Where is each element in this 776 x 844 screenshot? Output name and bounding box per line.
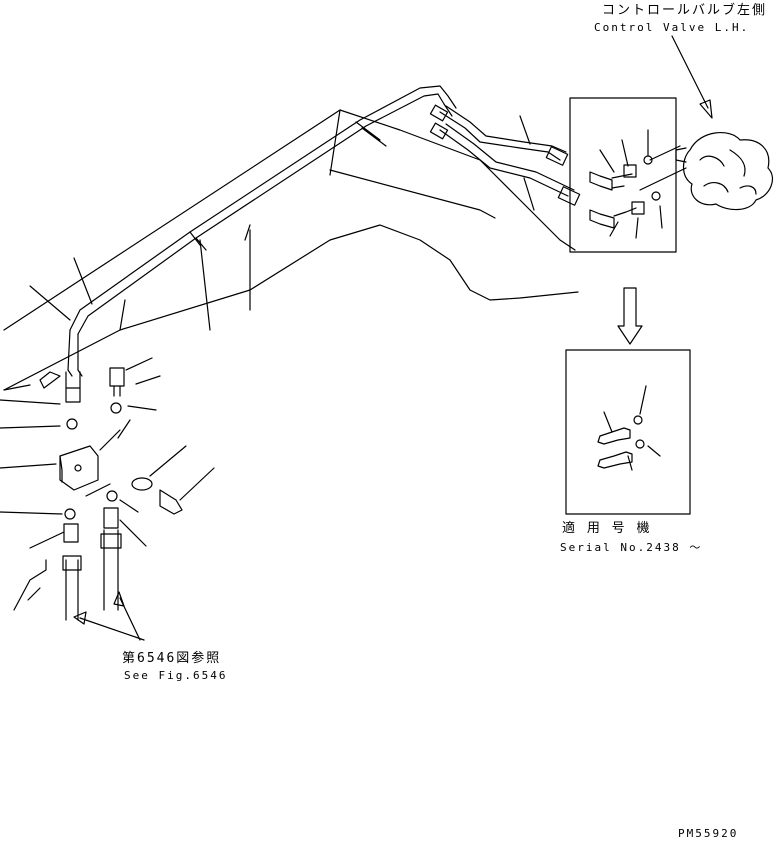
detail-box-2 <box>565 349 691 515</box>
valve-leader-arrow <box>671 35 713 119</box>
control-valve-blob <box>639 132 773 211</box>
boom-outline <box>3 109 579 391</box>
upper-tubes <box>67 85 457 377</box>
leader-lines-left <box>0 115 535 549</box>
see-fig-label-jp: 第6546図参照 <box>122 651 222 666</box>
control-valve-label-jp: コントロールバルブ左側 <box>602 3 768 18</box>
see-fig-label-en: See Fig.6546 <box>124 669 228 682</box>
see-fig-arrows <box>73 591 145 641</box>
down-arrow <box>617 287 643 345</box>
detail-box-1 <box>569 97 677 253</box>
drawing-number: PM55920 <box>678 827 739 840</box>
serial-label-jp: 適 用 号 機 <box>562 521 652 536</box>
hoses-right <box>429 104 581 206</box>
control-valve-label-en: Control Valve L.H. <box>594 21 750 34</box>
left-assembly <box>13 367 183 621</box>
serial-label-en: Serial No.2438 ～ <box>560 541 703 554</box>
